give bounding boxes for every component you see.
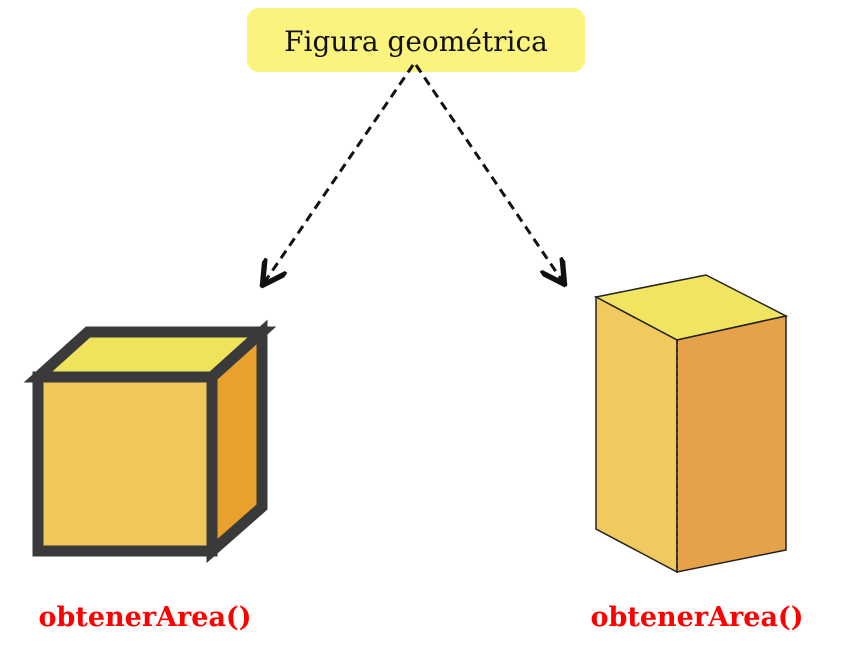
title-node: Figura geométrica — [247, 8, 585, 72]
cube-front-face — [32, 371, 218, 557]
prism-side-face — [676, 315, 787, 573]
prism-front-face — [595, 295, 678, 574]
arrow-to-prism — [414, 64, 563, 282]
prism-shape — [593, 274, 789, 574]
inheritance-arrows — [264, 64, 563, 283]
cube-shape — [23, 319, 277, 564]
prism-method-label: obtenerArea() — [591, 602, 804, 633]
cube-side-face — [206, 319, 268, 564]
cube-method-label: obtenerArea() — [39, 602, 252, 633]
title-label: Figura geométrica — [284, 25, 548, 58]
title-box — [247, 8, 585, 72]
arrow-to-cube — [264, 64, 415, 283]
